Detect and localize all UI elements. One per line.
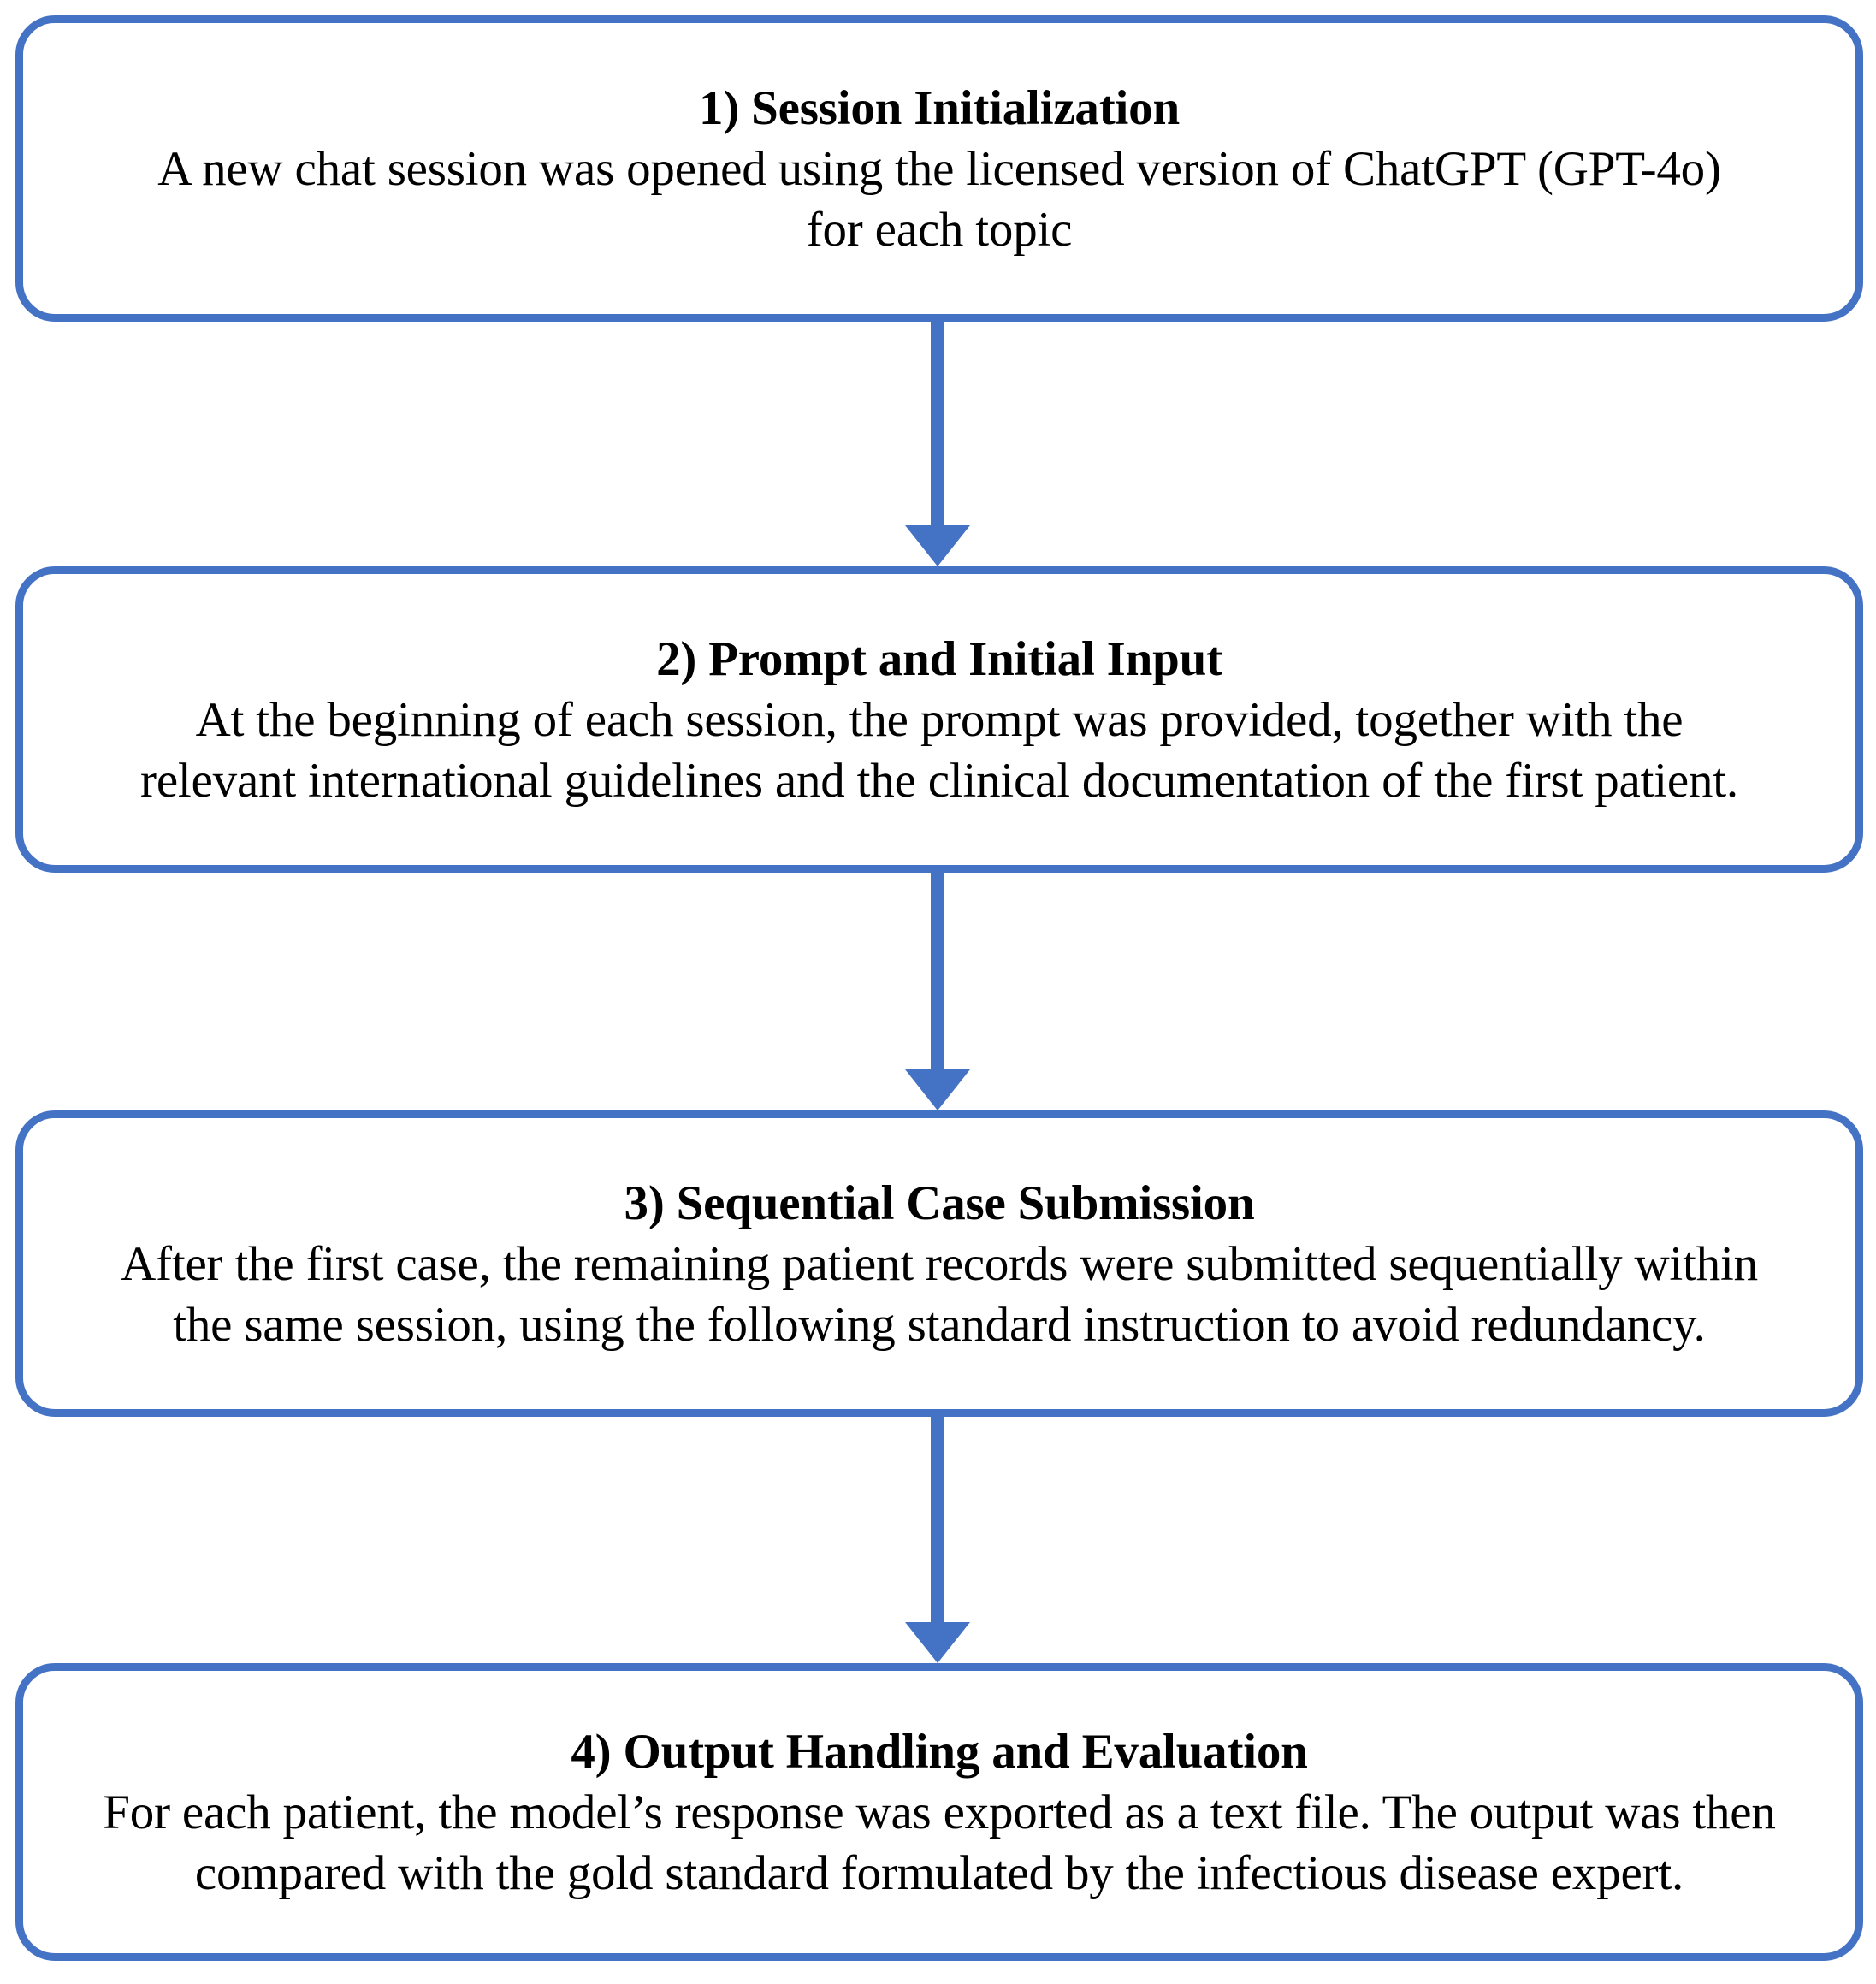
flow-step-session-initialization: 1) Session Initialization A new chat ses…	[15, 15, 1863, 322]
flow-step-prompt-and-initial-input: 2) Prompt and Initial Input At the begin…	[15, 566, 1863, 873]
down-arrow-icon-1	[905, 322, 970, 566]
flow-step-3-body: After the first case, the remaining pati…	[121, 1236, 1758, 1352]
flow-step-2-title: 2) Prompt and Initial Input	[656, 631, 1222, 686]
flow-step-2-body: At the beginning of each session, the pr…	[140, 692, 1738, 808]
down-arrow-icon-2	[905, 873, 970, 1110]
flow-step-3-title: 3) Sequential Case Submission	[624, 1176, 1255, 1230]
flow-step-1-body: A new chat session was opened using the …	[157, 141, 1721, 257]
flow-step-4-body: For each patient, the model’s response w…	[103, 1785, 1776, 1900]
flow-step-output-handling-and-evaluation: 4) Output Handling and Evaluation For ea…	[15, 1663, 1863, 1961]
flow-step-sequential-case-submission: 3) Sequential Case Submission After the …	[15, 1110, 1863, 1417]
flow-step-1-title: 1) Session Initialization	[699, 80, 1180, 135]
flow-step-4-title: 4) Output Handling and Evaluation	[571, 1724, 1308, 1779]
down-arrow-icon-3	[905, 1417, 970, 1663]
